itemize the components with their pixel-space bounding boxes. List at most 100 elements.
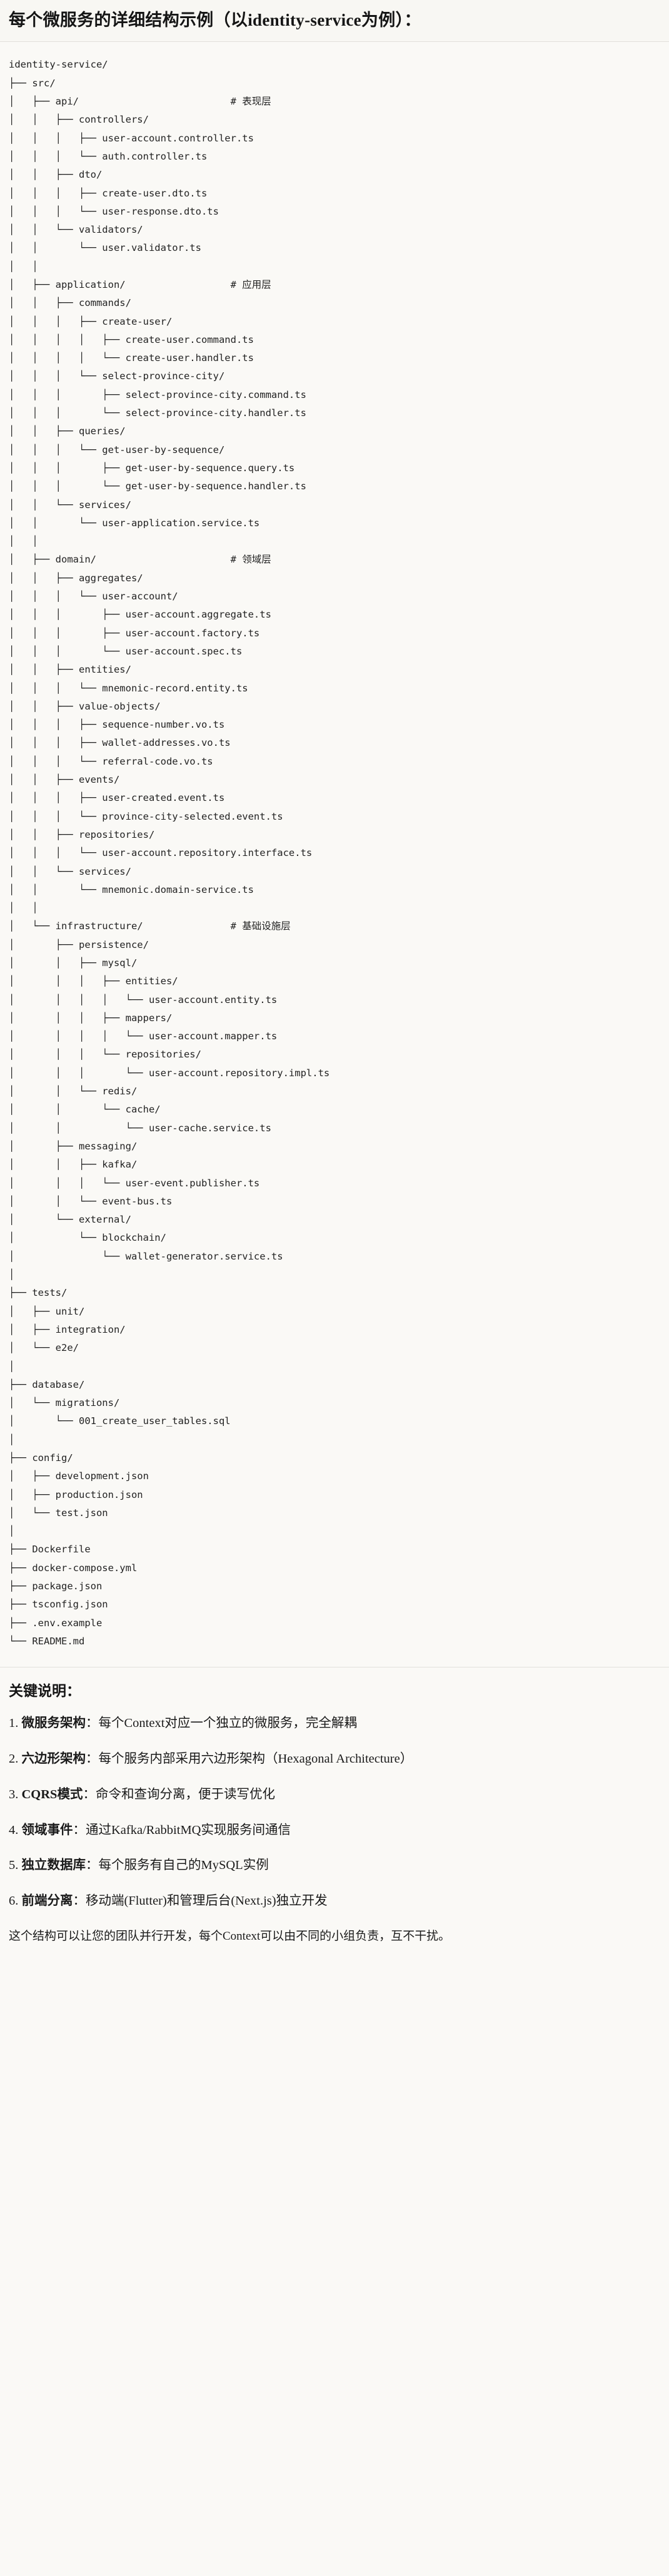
key-note-number: 5. <box>9 1858 22 1873</box>
key-note-description: 每个Context对应一个独立的微服务，完全解耦 <box>98 1716 357 1731</box>
tree-line: │ │ │ ├── entities/ <box>9 975 178 987</box>
tree-line: │ │ │ ├── mappers/ <box>9 1012 173 1024</box>
key-note-description: 通过Kafka/RabbitMQ实现服务间通信 <box>86 1823 291 1837</box>
tree-line: │ │ ├── aggregates/ <box>9 572 143 584</box>
key-note-number: 3. <box>9 1787 22 1801</box>
tree-line: └── README.md <box>9 1635 85 1647</box>
tree-line: │ │ └── user-application.service.ts <box>9 517 260 529</box>
tree-line: │ └── migrations/ <box>9 1397 120 1409</box>
tree-line: │ │ │ ├── create-user.dto.ts <box>9 187 208 199</box>
key-note-item: 2. 六边形架构：每个服务内部采用六边形架构（Hexagonal Archite… <box>9 1749 660 1769</box>
tree-line: │ │ │ └── user-event.publisher.ts <box>9 1177 260 1189</box>
tree-line: │ ├── integration/ <box>9 1323 126 1335</box>
tree-line: │ │ │ └── get-user-by-sequence.handler.t… <box>9 481 306 492</box>
tree-line: │ └── e2e/ <box>9 1342 79 1354</box>
tree-line: │ │ ├── events/ <box>9 774 120 786</box>
closing-paragraph: 这个结构可以让您的团队并行开发，每个Context可以由不同的小组负责，互不干扰… <box>9 1929 451 1943</box>
key-note-description: 每个服务内部采用六边形架构（Hexagonal Architecture） <box>98 1752 413 1766</box>
tree-line: │ │ <box>9 260 38 272</box>
tree-line: │ ├── application/ # 应用层 <box>9 279 271 290</box>
tree-line: │ ├── unit/ <box>9 1305 85 1317</box>
tree-line: │ │ └── mnemonic.domain-service.ts <box>9 883 254 895</box>
tree-line: │ <box>9 1433 15 1445</box>
tree-line: │ │ │ ├── sequence-number.vo.ts <box>9 719 225 731</box>
tree-line: identity-service/ <box>9 59 108 71</box>
key-note-item: 4. 领域事件：通过Kafka/RabbitMQ实现服务间通信 <box>9 1821 660 1840</box>
tree-line: │ │ │ ├── wallet-addresses.vo.ts <box>9 737 231 749</box>
tree-line: ├── config/ <box>9 1452 73 1464</box>
tree-line: │ │ └── services/ <box>9 865 131 877</box>
page-title: 每个微服务的详细结构示例（以identity-service为例）： <box>9 11 421 29</box>
key-note-term: CQRS模式 <box>21 1787 83 1801</box>
tree-line: ├── .env.example <box>9 1617 103 1629</box>
tree-line: ├── tests/ <box>9 1287 68 1299</box>
key-note-separator: ： <box>73 1894 86 1908</box>
page-root: 每个微服务的详细结构示例（以identity-service为例）： ident… <box>0 11 669 1961</box>
tree-line: │ │ │ └── auth.controller.ts <box>9 150 208 162</box>
key-notes-heading: 关键说明： <box>9 1683 81 1699</box>
tree-line: │ │ │ └── user-account.repository.impl.t… <box>9 1067 330 1079</box>
tree-line: │ │ │ └── user-account.spec.ts <box>9 645 243 657</box>
tree-line: │ └── wallet-generator.service.ts <box>9 1250 283 1262</box>
tree-line: │ │ │ └── user-account.repository.interf… <box>9 847 313 859</box>
tree-line: ├── package.json <box>9 1581 103 1592</box>
key-notes-section: 关键说明： 1. 微服务架构：每个Context对应一个独立的微服务，完全解耦 2… <box>0 1667 669 1961</box>
tree-line: │ │ │ ├── create-user/ <box>9 315 173 327</box>
tree-line: │ │ │ ├── user-created.event.ts <box>9 792 225 804</box>
tree-line: │ │ ├── controllers/ <box>9 114 149 126</box>
tree-line: ├── tsconfig.json <box>9 1599 108 1611</box>
tree-line: │ │ │ └── referral-code.vo.ts <box>9 755 213 767</box>
key-note-number: 2. <box>9 1752 22 1766</box>
key-note-term: 领域事件 <box>21 1823 73 1837</box>
key-note-term: 微服务架构 <box>21 1716 86 1731</box>
tree-line: │ │ └── cache/ <box>9 1104 161 1116</box>
tree-line: │ │ ├── mysql/ <box>9 957 138 969</box>
key-note-item: 5. 独立数据库：每个服务有自己的MySQL实例 <box>9 1856 660 1875</box>
directory-tree: identity-service/ ├── src/ │ ├── api/ # … <box>9 56 660 1651</box>
tree-line: │ │ │ └── select-province-city/ <box>9 370 225 382</box>
tree-line: │ <box>9 1525 15 1537</box>
tree-line: │ │ │ └── province-city-selected.event.t… <box>9 810 283 822</box>
tree-line: │ <box>9 1360 15 1372</box>
directory-tree-body: identity-service/ ├── src/ │ ├── api/ # … <box>9 56 660 1651</box>
tree-line: │ │ <box>9 536 38 547</box>
key-note-term: 前端分离 <box>21 1894 73 1908</box>
tree-line: │ │ ├── kafka/ <box>9 1159 138 1171</box>
tree-line: │ ├── domain/ # 领域层 <box>9 554 271 566</box>
tree-line: │ │ │ ├── user-account.factory.ts <box>9 627 260 639</box>
key-note-item: 1. 微服务架构：每个Context对应一个独立的微服务，完全解耦 <box>9 1714 660 1733</box>
key-note-separator: ： <box>73 1823 86 1837</box>
tree-line: │ └── infrastructure/ # 基础设施层 <box>9 920 291 932</box>
tree-line: │ ├── development.json <box>9 1470 149 1482</box>
tree-line: │ │ │ │ └── user-account.entity.ts <box>9 994 278 1005</box>
tree-line: │ └── 001_create_user_tables.sql <box>9 1415 231 1427</box>
tree-line: │ │ │ └── user-response.dto.ts <box>9 205 219 217</box>
tree-line: │ │ │ │ └── create-user.handler.ts <box>9 352 254 364</box>
tree-line: │ │ └── user-cache.service.ts <box>9 1122 271 1134</box>
directory-tree-section: identity-service/ ├── src/ │ ├── api/ # … <box>0 42 669 1668</box>
tree-line: │ ├── production.json <box>9 1489 143 1500</box>
tree-line: │ │ │ └── mnemonic-record.entity.ts <box>9 682 248 694</box>
tree-line: │ │ │ └── select-province-city.handler.t… <box>9 407 306 419</box>
tree-line: │ │ │ ├── select-province-city.command.t… <box>9 389 306 400</box>
tree-line: ├── src/ <box>9 77 56 89</box>
key-notes-list: 1. 微服务架构：每个Context对应一个独立的微服务，完全解耦 2. 六边形架… <box>9 1714 660 1911</box>
tree-line: │ │ ├── value-objects/ <box>9 700 161 712</box>
key-note-separator: ： <box>86 1716 99 1731</box>
tree-line: │ │ │ ├── user-account.controller.ts <box>9 132 254 144</box>
tree-line: ├── database/ <box>9 1378 85 1390</box>
key-note-separator: ： <box>86 1752 99 1766</box>
tree-line: │ │ │ │ ├── create-user.command.ts <box>9 333 254 345</box>
tree-line: │ │ └── user.validator.ts <box>9 242 201 254</box>
tree-line: │ │ │ ├── user-account.aggregate.ts <box>9 609 271 621</box>
key-note-description: 每个服务有自己的MySQL实例 <box>98 1858 269 1873</box>
key-note-number: 4. <box>9 1823 22 1837</box>
tree-line: │ │ ├── dto/ <box>9 169 103 181</box>
tree-line: │ ├── persistence/ <box>9 939 149 950</box>
tree-line: │ │ │ │ └── user-account.mapper.ts <box>9 1031 278 1042</box>
tree-line: │ ├── api/ # 表现层 <box>9 96 271 108</box>
key-note-description: 移动端(Flutter)和管理后台(Next.js)独立开发 <box>86 1894 328 1908</box>
tree-line: │ │ ├── entities/ <box>9 664 131 676</box>
key-note-separator: ： <box>86 1858 99 1873</box>
key-note-separator: ： <box>83 1787 96 1801</box>
